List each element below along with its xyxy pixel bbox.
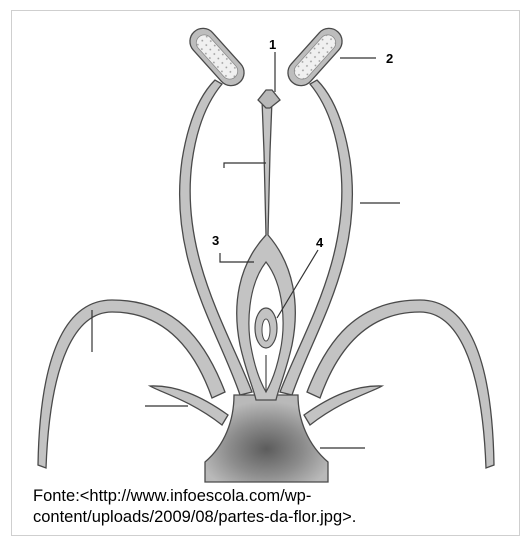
source-line-1: Fonte:<http://www.infoescola.com/wp- [33,486,513,507]
ovule [255,308,277,348]
source-caption: Fonte:<http://www.infoescola.com/wp- con… [33,486,513,528]
petal-left [38,300,225,468]
label-3: 3 [212,233,219,248]
label-4: 4 [316,235,324,250]
receptacle [205,395,328,482]
petal-right [307,300,494,468]
label-1: 1 [269,37,276,52]
source-line-2: content/uploads/2009/08/partes-da-flor.j… [33,507,513,528]
pistil [237,90,296,400]
label-2: 2 [386,51,393,66]
